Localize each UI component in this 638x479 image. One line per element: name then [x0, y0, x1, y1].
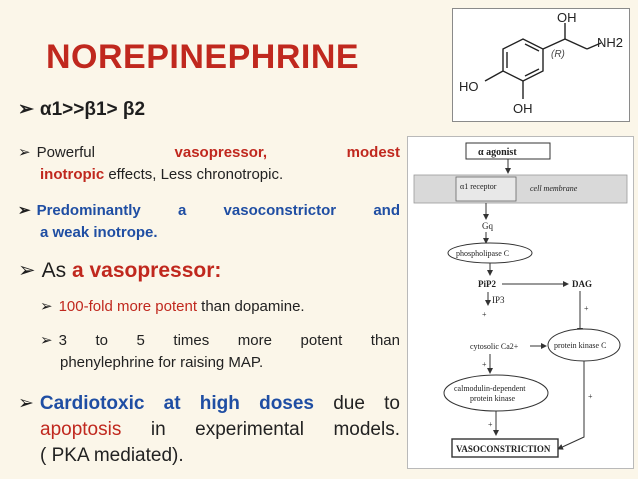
arrow-bullet-icon: ➢ — [18, 259, 36, 282]
calmodulin-label-1: calmodulin-dependent — [454, 384, 526, 393]
dag-label: DAG — [572, 279, 592, 289]
slide-title: NOREPINEPHRINE — [46, 38, 360, 76]
arrow-bullet-icon: ➢ — [18, 144, 31, 161]
phospholipase-c-label: phospholipase C — [456, 249, 509, 258]
potency-dopamine-subbullet: ➢100-fold more potent than dopamine. — [40, 298, 305, 315]
receptor-ratio: α1>>β1> β2 — [39, 99, 146, 120]
svg-text:+: + — [482, 360, 487, 369]
chem-nh2: NH2 — [597, 35, 623, 50]
receptor-ratio-bullet: ➢α1>>β1> β2 — [18, 98, 145, 121]
chem-oh-bottom: OH — [513, 101, 533, 116]
arrow-bullet-icon: ➢ — [18, 202, 31, 219]
chem-oh-top: OH — [557, 10, 577, 25]
potency-phenylephrine-subbullet: ➢3 to 5 times more potent than phenyleph… — [40, 332, 400, 371]
norepinephrine-structure: OH NH2 (R) HO OH — [452, 8, 630, 122]
alpha-agonist-pathway-diagram: α agonist α1 receptor cell membrane Gq p… — [407, 136, 634, 469]
chem-ho-left: HO — [459, 79, 479, 94]
alpha1-receptor-label: α1 receptor — [460, 182, 497, 191]
vasoconstriction-label: VASOCONSTRICTION — [456, 444, 551, 454]
svg-text:+: + — [482, 310, 487, 319]
ip3-label: IP3 — [492, 295, 505, 305]
alpha-agonist-label: α agonist — [478, 147, 517, 158]
arrow-bullet-icon: ➢ — [18, 99, 34, 120]
svg-text:+: + — [488, 420, 493, 429]
svg-text:+: + — [588, 392, 593, 401]
svg-text:+: + — [584, 304, 589, 313]
arrow-bullet-icon: ➢ — [40, 332, 53, 349]
pip2-label: PiP2 — [478, 279, 496, 289]
as-vasopressor-bullet: ➢As a vasopressor: — [18, 259, 222, 282]
cytosolic-calcium-label: cytosolic Ca2+ — [470, 342, 519, 351]
cell-membrane-label: cell membrane — [530, 184, 578, 193]
chem-stereo: (R) — [551, 49, 565, 60]
cardiotoxic-bullet: ➢Cardiotoxic at high doses due to apopto… — [18, 393, 401, 466]
vasopressor-bullet: ➢Powerful vasopressor, modest inotropic … — [18, 144, 400, 183]
arrow-bullet-icon: ➢ — [40, 298, 53, 315]
vasoconstrictor-bullet: ➢Predominantly a vasoconstrictor and a w… — [18, 202, 400, 241]
gq-label: Gq — [482, 221, 493, 231]
protein-kinase-c-label: protein kinase C — [554, 341, 606, 350]
calmodulin-label-2: protein kinase — [470, 394, 516, 403]
arrow-bullet-icon: ➢ — [18, 393, 34, 414]
